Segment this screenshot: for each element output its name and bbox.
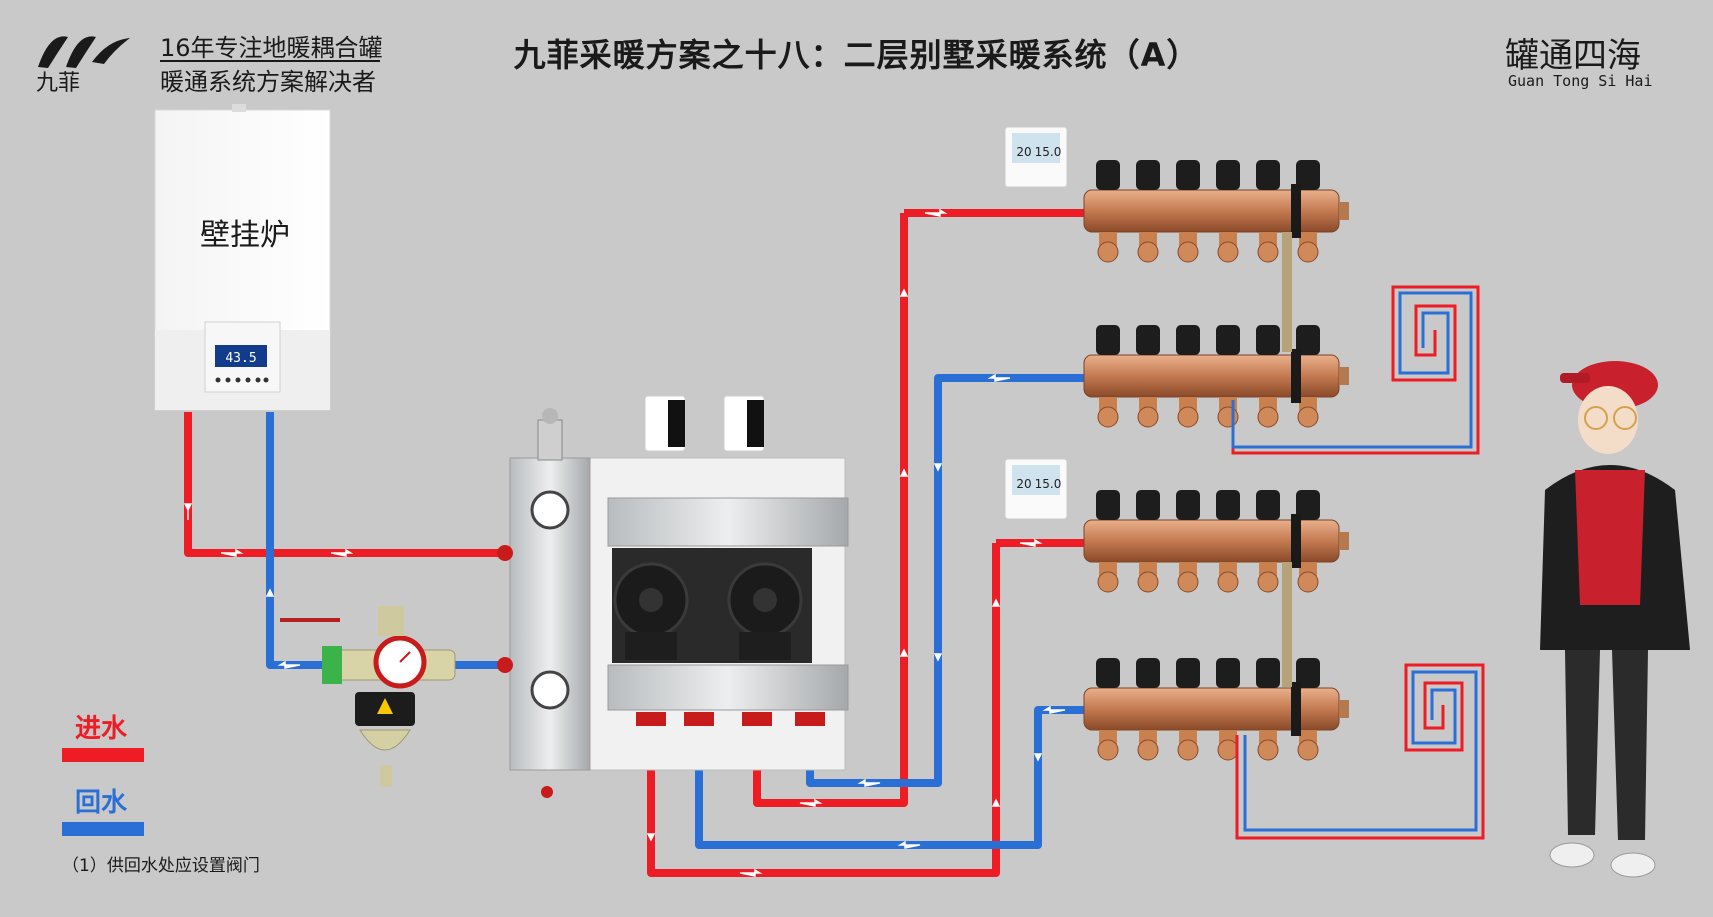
tagline-secondary: 暖通系统方案解决者 bbox=[160, 68, 376, 96]
thermostat-lower: 20 15.0 bbox=[1004, 458, 1068, 520]
legend-supply-swatch bbox=[62, 748, 144, 762]
manifold-lower-return bbox=[1083, 658, 1349, 761]
filter-valve bbox=[280, 606, 456, 787]
legend-supply-label: 进水 bbox=[75, 714, 128, 744]
thermostat-upper-temp: 15.0 bbox=[1035, 145, 1062, 159]
brand-name-cn: 罐通四海 bbox=[1505, 36, 1641, 76]
boiler-label: 壁挂炉 bbox=[200, 218, 290, 253]
thermostat-lower-temp: 15.0 bbox=[1035, 477, 1062, 491]
return-line-upper bbox=[806, 374, 1084, 787]
legend-return-label: 回水 bbox=[75, 788, 128, 818]
brand-name-en: Guan Tong Si Hai bbox=[1508, 72, 1653, 90]
wall-boiler: 43.5 bbox=[154, 104, 331, 411]
floor-heating-manifolds bbox=[1083, 160, 1349, 761]
pressure-gauge-upper-icon bbox=[530, 490, 570, 530]
logo-mark-icon: 九菲 bbox=[36, 36, 130, 96]
manifold-bracket-lower bbox=[1282, 562, 1292, 687]
underfloor-loop-upper bbox=[1231, 285, 1480, 455]
manifold-lower-supply bbox=[1083, 490, 1349, 593]
tagline-divider bbox=[160, 60, 380, 62]
underfloor-loop-lower bbox=[1235, 663, 1485, 840]
pressure-gauge-lower-icon bbox=[530, 670, 570, 710]
manifold-bracket-upper bbox=[1282, 232, 1292, 352]
coupling-tank-module bbox=[497, 408, 849, 798]
footnote: （1）供回水处应设置阀门 bbox=[62, 856, 260, 876]
thermostat-upper: 20 15.0 bbox=[1004, 126, 1068, 188]
supply-line-lower bbox=[647, 543, 1000, 877]
tagline-primary: 16年专注地暖耦合罐 bbox=[160, 34, 383, 62]
brand-logo: 九菲 bbox=[28, 22, 138, 96]
pump-controller-right-icon bbox=[723, 395, 765, 452]
thermostat-lower-setpoint: 20 bbox=[1016, 477, 1031, 491]
legend-return-swatch bbox=[62, 822, 144, 836]
manifold-upper-supply bbox=[1083, 160, 1349, 263]
thermostat-upper-setpoint: 20 bbox=[1016, 145, 1031, 159]
circulation-pump-right-icon bbox=[727, 562, 803, 660]
page-title: 九菲采暖方案之十八：二层别墅采暖系统（A） bbox=[513, 36, 1200, 74]
boiler-display-icon bbox=[215, 345, 267, 367]
mascot-illustration bbox=[1540, 361, 1690, 878]
manifold-upper-return bbox=[1083, 325, 1349, 428]
pump-controller-left-icon bbox=[644, 395, 686, 452]
logo-text: 九菲 bbox=[36, 71, 80, 92]
boiler-display-value: 43.5 bbox=[225, 351, 256, 366]
circulation-pump-left-icon bbox=[613, 562, 689, 660]
